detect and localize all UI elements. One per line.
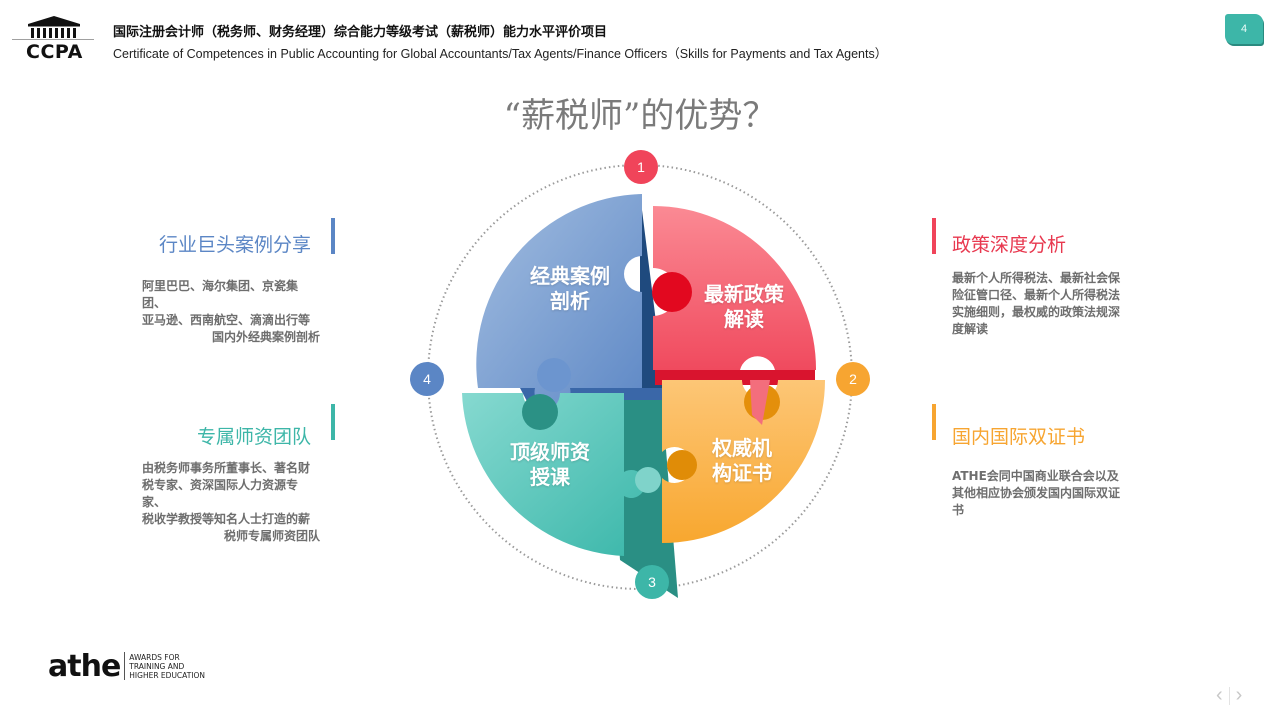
previous-slide-button[interactable]: ‹: [1216, 684, 1223, 706]
athe-logo-word: athe: [48, 648, 121, 684]
section-title: 国内国际双证书: [952, 426, 1086, 448]
ccpa-logo-text: CCPA: [26, 41, 83, 63]
piece-label-top-faculty: 顶级师资 授课: [510, 440, 590, 489]
section-accent-bar: [932, 404, 936, 440]
section-text: 由税务师事务所董事长、著名财 税专家、资深国际人力资源专家、 税收学教授等知名人…: [142, 461, 320, 543]
section-title: 专属师资团队: [196, 426, 311, 448]
section-faculty-team: 专属师资团队 由税务师事务所董事长、著名财 税专家、资深国际人力资源专家、 税收…: [130, 404, 335, 545]
section-accent-bar: [331, 218, 335, 254]
section-title: 政策深度分析: [952, 234, 1067, 256]
section-policy-analysis: 政策深度分析 最新个人所得税法、最新社会保 险征管口径、最新个人所得税法 实施细…: [932, 216, 1132, 338]
section-dual-certificates: 国内国际双证书 ATHE会同中国商业联合会以及 其他相应协会颁发国内国际双证 书: [932, 404, 1132, 519]
step-number-3: 3: [635, 565, 669, 599]
section-title: 行业巨头案例分享: [158, 234, 311, 256]
athe-logo-divider: [124, 652, 126, 680]
step-number-4: 4: [410, 362, 444, 396]
ccpa-logo: CCPA: [10, 12, 96, 64]
section-text: 阿里巴巴、海尔集团、京瓷集团、 亚马逊、西南航空、滴滴出行等 国内外经典案例剖析: [142, 279, 320, 344]
section-text: ATHE会同中国商业联合会以及 其他相应协会颁发国内国际双证 书: [952, 469, 1121, 517]
next-slide-button[interactable]: ›: [1235, 684, 1243, 706]
piece-label-latest-policy: 最新政策 解读: [704, 282, 784, 331]
header-title-en: Certificate of Competences in Public Acc…: [113, 47, 888, 61]
section-case-sharing: 行业巨头案例分享 阿里巴巴、海尔集团、京瓷集团、 亚马逊、西南航空、滴滴出行等 …: [130, 216, 335, 346]
athe-logo: athe AWARDS FOR TRAINING AND HIGHER EDUC…: [48, 648, 205, 684]
slide-title: “薪税师”的优势？: [503, 96, 777, 136]
puzzle-pieces-graphic: [427, 164, 853, 598]
section-accent-bar: [932, 218, 936, 254]
nav-divider: [1228, 686, 1230, 705]
piece-label-classic-cases: 经典案例 剖析: [530, 264, 610, 313]
section-text: 最新个人所得税法、最新社会保 险征管口径、最新个人所得税法 实施细则，最权威的政…: [952, 271, 1121, 336]
step-number-2: 2: [836, 362, 870, 396]
piece-label-authority-cert: 权威机 构证书: [712, 436, 772, 485]
header-title-cn: 国际注册会计师（税务师、财务经理）综合能力等级考试（薪税师）能力水平评价项目: [113, 25, 608, 40]
page-number-badge: 4: [1225, 14, 1263, 44]
building-columns-icon: [12, 16, 94, 40]
slide-navigation: ‹ ›: [1216, 684, 1242, 707]
athe-logo-subtitle: AWARDS FOR TRAINING AND HIGHER EDUCATION: [129, 652, 206, 680]
step-number-1: 1: [624, 150, 658, 184]
section-accent-bar: [331, 404, 335, 440]
puzzle-diagram: 1 2 3 4 最新政策 解读 权威机 构证书 顶级师资 授课 经典案例 剖析: [400, 140, 880, 610]
